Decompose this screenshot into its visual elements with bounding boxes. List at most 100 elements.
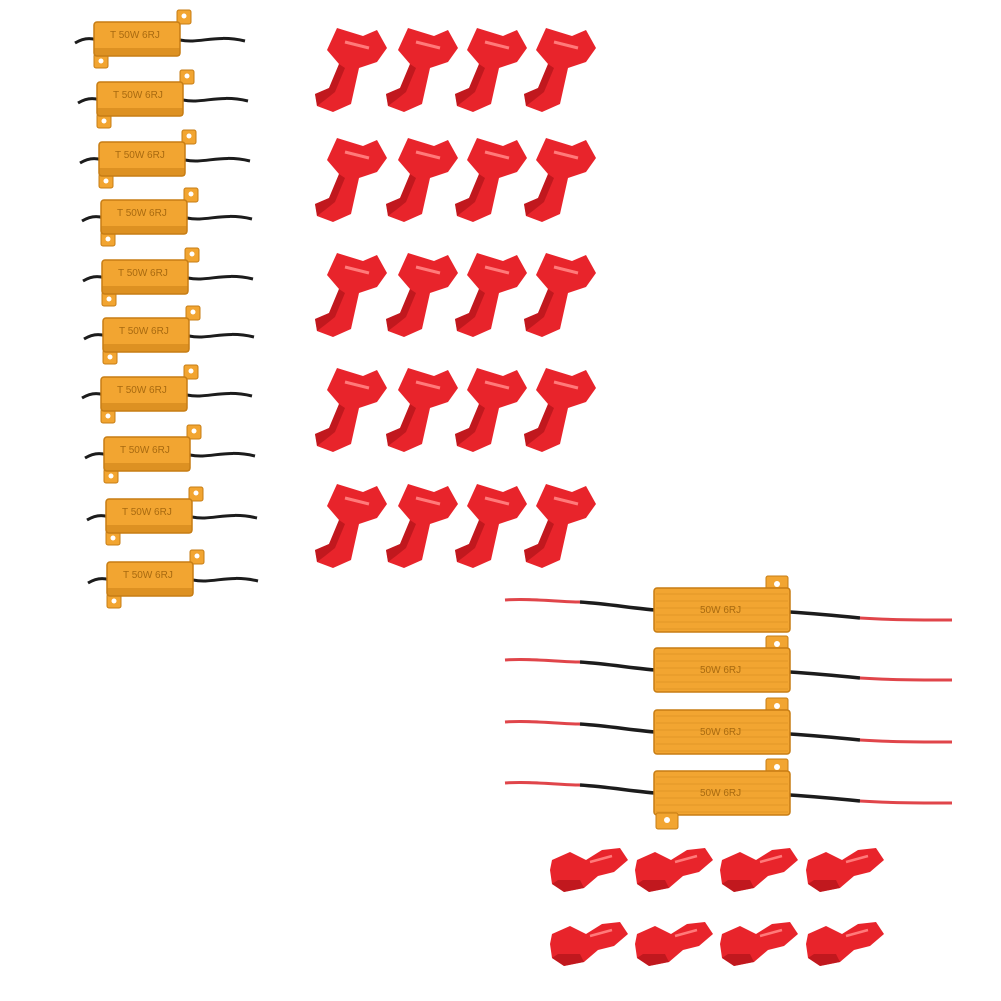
connector-shade <box>455 404 485 446</box>
tap-connector <box>386 138 458 222</box>
wire-black-right <box>789 610 861 620</box>
connector-body <box>315 253 387 337</box>
connector-highlight <box>553 40 579 50</box>
connector-highlight <box>759 928 783 938</box>
connector-shade <box>808 880 840 892</box>
connector-highlight <box>759 854 783 864</box>
connector-highlight <box>589 928 613 938</box>
resistor-shade <box>103 344 189 352</box>
wire-black-right <box>789 732 861 742</box>
connector-highlight <box>415 150 441 160</box>
connector-shade <box>637 880 669 892</box>
mount-hole <box>186 133 192 139</box>
connector-highlight <box>674 928 698 938</box>
connector-shade <box>386 404 416 446</box>
wire-red-left <box>504 719 581 726</box>
tap-connector <box>455 28 527 112</box>
resistor-body <box>653 587 791 633</box>
resistor-label: 50W 6RJ <box>700 665 741 676</box>
wire-right <box>179 37 246 43</box>
small-resistor: T 50W 6RJ <box>79 129 251 189</box>
connector-shade <box>552 954 584 966</box>
connector-body <box>386 138 458 222</box>
mount-hole <box>184 73 190 79</box>
resistor-shade <box>101 403 187 411</box>
resistor-body <box>653 770 791 816</box>
wire-right <box>189 452 256 458</box>
connector-shade <box>722 954 754 966</box>
connector-shade <box>315 174 345 216</box>
connector-highlight <box>553 380 579 390</box>
tap-connector-small <box>635 848 713 892</box>
wire-left <box>86 514 110 522</box>
wire-red-right <box>859 676 953 682</box>
connector-highlight <box>589 854 613 864</box>
connector-shade <box>386 289 416 331</box>
connector-shade <box>524 174 554 216</box>
wire-right <box>184 157 251 163</box>
connector-highlight <box>674 854 698 864</box>
connector-body <box>524 28 596 112</box>
connector-shade <box>455 174 485 216</box>
connector-body <box>315 138 387 222</box>
connector-highlight <box>553 265 579 275</box>
resistor-shade <box>106 525 192 533</box>
tap-connector <box>524 253 596 337</box>
wire-black-left <box>579 783 656 795</box>
resistor-label: T 50W 6RJ <box>120 445 170 456</box>
connector-body <box>386 28 458 112</box>
connector-highlight <box>553 496 579 506</box>
resistor-shade <box>99 168 185 176</box>
mount-hole <box>98 58 104 64</box>
mount-hole <box>191 428 197 434</box>
connector-body <box>455 484 527 568</box>
connector-body <box>315 368 387 452</box>
connector-highlight <box>344 496 370 506</box>
tap-connector <box>386 368 458 452</box>
tap-connector-small <box>635 922 713 966</box>
connector-shade <box>386 64 416 106</box>
wire-left <box>81 215 105 223</box>
wire-red-right <box>859 738 953 744</box>
resistor-label: 50W 6RJ <box>700 788 741 799</box>
large-resistor: 50W 6RJ <box>504 635 953 693</box>
resistor-label: T 50W 6RJ <box>117 385 167 396</box>
wire-left <box>79 157 103 165</box>
connector-shade <box>315 404 345 446</box>
mount-hole <box>111 598 117 604</box>
large-resistor: 50W 6RJ <box>504 697 953 755</box>
tap-connector-small <box>720 848 798 892</box>
mount-hole <box>774 703 780 709</box>
mount-hole <box>193 490 199 496</box>
tap-connector <box>315 28 387 112</box>
connector-shade <box>524 520 554 562</box>
mount-hole <box>194 553 200 559</box>
large-resistor: 50W 6RJ <box>504 575 953 633</box>
wire-right <box>186 215 253 221</box>
mount-hole <box>774 764 780 770</box>
resistor-shade <box>107 588 193 596</box>
resistor-shade <box>104 463 190 471</box>
wire-left <box>74 37 98 45</box>
mount-hole <box>105 413 111 419</box>
connector-highlight <box>415 265 441 275</box>
connector-shade <box>455 520 485 562</box>
tap-connector-small <box>720 922 798 966</box>
wire-right <box>182 97 249 103</box>
resistor-label: T 50W 6RJ <box>119 326 169 337</box>
connector-shade <box>455 289 485 331</box>
tap-connector <box>455 253 527 337</box>
tap-connector <box>524 368 596 452</box>
tap-connector-small <box>550 922 628 966</box>
tap-connector <box>455 368 527 452</box>
tap-connector <box>315 253 387 337</box>
wire-left <box>82 275 106 283</box>
wire-black-left <box>579 600 656 612</box>
connector-highlight <box>845 854 869 864</box>
connector-shade <box>455 64 485 106</box>
resistor-label: T 50W 6RJ <box>110 30 160 41</box>
wire-red-right <box>859 616 953 622</box>
tap-connector <box>315 368 387 452</box>
connector-highlight <box>344 150 370 160</box>
